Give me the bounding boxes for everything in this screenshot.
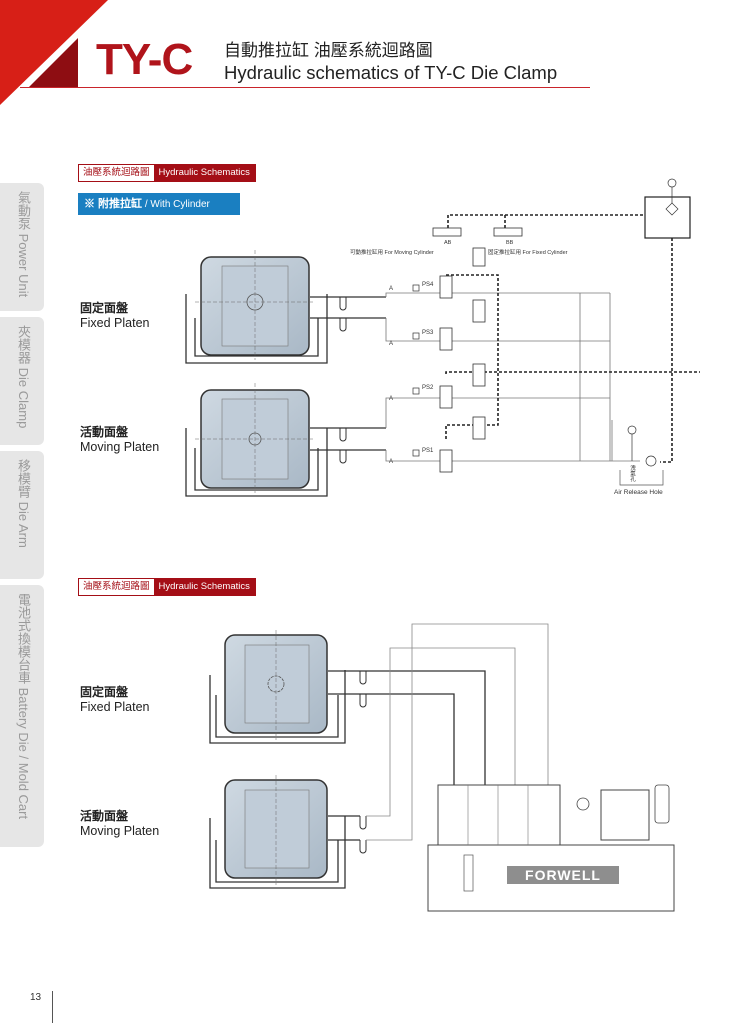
fixed-platen-label-2: 固定面盤 Fixed Platen: [80, 685, 149, 715]
filter-regulator: [644, 178, 691, 239]
ps3-label: PS3: [422, 330, 434, 336]
directional-valves: [439, 247, 486, 473]
fixed-platen-label-1: 固定面盤 Fixed Platen: [80, 301, 149, 331]
bb-label: BB: [506, 240, 514, 246]
section2-label: 油壓系統迴路圖 Hydraulic Schematics: [78, 578, 256, 596]
port-a-label: A: [389, 286, 394, 292]
moving-platen-label-2: 活動面盤 Moving Platen: [80, 809, 159, 839]
sidebar-tab-mold-cart[interactable]: 電池式換模台車 Battery Die / Mold Cart: [0, 585, 44, 847]
page-title-en: Hydraulic schematics of TY-C Die Clamp: [224, 62, 558, 83]
with-cylinder-en: / With Cylinder: [144, 199, 210, 210]
moving-platen-en: Moving Platen: [80, 440, 160, 454]
air-release-assembly: [619, 425, 664, 486]
sidebar-tab-label: 電池式換模台車 Battery Die / Mold Cart: [16, 593, 31, 820]
moving-cylinder-label: 可動推拉缸用 For Moving Cylinder: [350, 250, 434, 256]
section-label-zh: 油壓系統迴路圖: [79, 165, 154, 181]
sidebar-tab-die-arm[interactable]: 移模臂 Die Arm: [0, 451, 44, 579]
ps1-label: PS1: [422, 448, 434, 454]
pressure-switches: [412, 284, 420, 457]
moving-platen-zh: 活動面盤: [80, 809, 129, 823]
product-code: TY-C: [96, 35, 193, 84]
forwell-logo: FORWELL: [525, 867, 601, 883]
fixed-cylinder-label: 固定推拉缸用 For Fixed Cylinder: [488, 250, 568, 256]
section-label-en: Hydraulic Schematics: [153, 165, 255, 181]
sidebar-tab-label: 氣動泵 Power Unit: [16, 191, 31, 298]
section-label-zh: 油壓系統迴路圖: [79, 579, 154, 595]
ab-label: AB: [444, 240, 452, 246]
page-number-divider: [52, 991, 53, 1023]
fixed-platen-drawing-2: [209, 630, 486, 890]
section-label-en: Hydraulic Schematics: [153, 579, 255, 595]
fixed-platen-zh: 固定面盤: [80, 301, 129, 315]
moving-platen-drawing-2: [209, 775, 367, 889]
fixed-platen-en: Fixed Platen: [80, 700, 150, 714]
port-a-label: A: [389, 459, 394, 465]
sidebar-tab-label: 夾模器 Die Clamp: [16, 325, 31, 429]
page-title-zh: 自動推拉缸 油壓系統迴路圖: [224, 41, 433, 60]
hydraulic-power-unit: [427, 784, 675, 912]
cylinder-connectors: [432, 227, 523, 237]
with-cylinder-zh: ※ 附推拉缸: [84, 198, 143, 210]
ps2-label: PS2: [422, 385, 434, 391]
fixed-platen-zh: 固定面盤: [80, 685, 129, 699]
title-divider: [20, 87, 590, 88]
moving-platen-en: Moving Platen: [80, 824, 160, 838]
sidebar-tab-power-unit[interactable]: 氣動泵 Power Unit: [0, 183, 44, 311]
port-a-label: A: [389, 341, 394, 347]
pilot-lines: [445, 214, 700, 463]
ps4-label: PS4: [422, 282, 434, 288]
section1-label: 油壓系統迴路圖 Hydraulic Schematics: [78, 164, 256, 182]
sidebar-tab-die-clamp[interactable]: 夾模器 Die Clamp: [0, 317, 44, 445]
fixed-platen-en: Fixed Platen: [80, 316, 150, 330]
moving-platen-label-1: 活動面盤 Moving Platen: [80, 425, 159, 455]
corner-decoration: [0, 0, 108, 105]
air-release-en: Air Release Hole: [614, 489, 663, 496]
hydraulic-lines: [385, 292, 640, 462]
port-a-label: A: [389, 396, 394, 402]
moving-platen-drawing: [185, 383, 386, 497]
with-cylinder-label: ※ 附推拉缸 / With Cylinder: [78, 193, 240, 215]
sidebar-tab-label: 移模臂 Die Arm: [16, 459, 31, 548]
return-lines: [366, 623, 549, 841]
air-release-zh: 洩氣孔: [629, 465, 635, 482]
fixed-platen-drawing: [185, 250, 386, 364]
moving-platen-zh: 活動面盤: [80, 425, 129, 439]
page-number: 13: [30, 992, 42, 1003]
